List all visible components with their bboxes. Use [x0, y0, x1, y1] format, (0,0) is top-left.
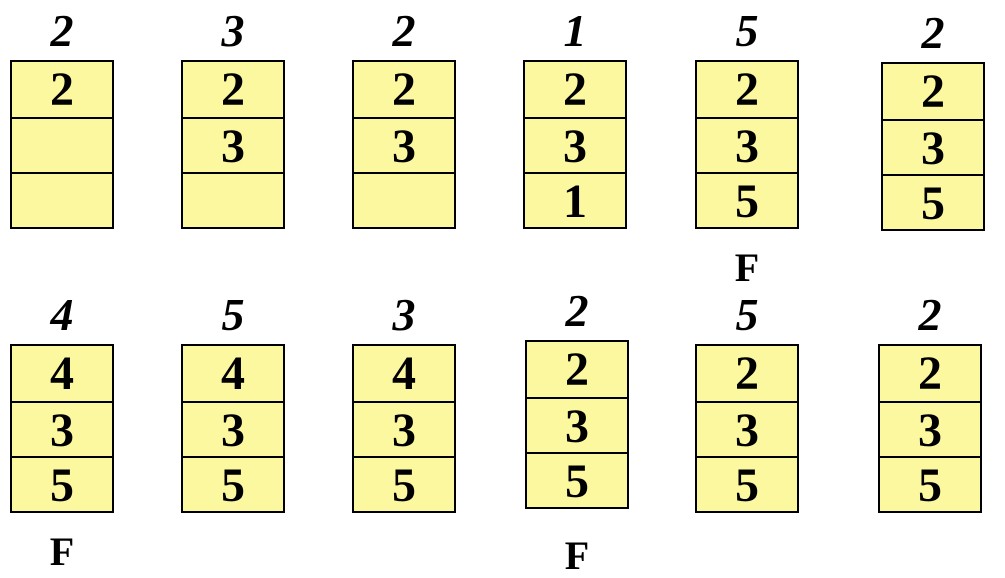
frame-slot: 5 [183, 456, 283, 512]
frame-slot: 2 [565, 343, 589, 396]
frame-slot [354, 172, 454, 227]
reference-value: 2 [392, 5, 416, 56]
frame-slot: 3 [12, 401, 112, 457]
frame-stack: 2 [10, 60, 114, 229]
frame-slot: 3 [525, 117, 625, 173]
frame-slot: 4 [221, 347, 245, 400]
frame-slot: 5 [697, 172, 797, 228]
reference-value: 2 [50, 5, 74, 56]
frame-stack: 2 3 5 [525, 340, 629, 509]
page-fault-marker: F [734, 245, 760, 290]
frame-stack: 4 3 5 [10, 344, 114, 513]
reference-value: 5 [221, 289, 245, 340]
frame-slot [12, 117, 112, 172]
frame-slot: 3 [183, 117, 283, 173]
page-fault-marker: F [564, 533, 590, 578]
frame-stack: 4 3 5 [352, 344, 456, 513]
frame-slot: 3 [697, 401, 797, 457]
frame-slot: 4 [50, 347, 74, 400]
reference-value: 5 [735, 289, 759, 340]
frame-stack: 2 3 5 [695, 344, 799, 513]
frame-stack: 4 3 5 [181, 344, 285, 513]
frame-slot: 3 [880, 401, 980, 457]
frame-slot [12, 172, 112, 227]
frame-stack: 2 3 5 [881, 62, 985, 231]
frame-slot: 1 [525, 172, 625, 228]
reference-value: 4 [50, 289, 74, 340]
frame-stack: 2 3 [181, 60, 285, 229]
reference-value: 1 [563, 5, 587, 56]
reference-value: 3 [392, 289, 416, 340]
reference-value: 2 [918, 289, 942, 340]
frame-slot: 5 [697, 456, 797, 512]
frame-stack: 2 3 5 [695, 60, 799, 229]
frame-slot: 2 [50, 63, 74, 116]
frame-slot: 5 [12, 456, 112, 512]
frame-slot: 3 [183, 401, 283, 457]
frame-stack: 2 3 1 [523, 60, 627, 229]
reference-value: 5 [735, 5, 759, 56]
frame-slot: 2 [735, 63, 759, 116]
frame-slot: 5 [527, 452, 627, 508]
reference-value: 2 [565, 285, 589, 336]
frame-slot: 3 [697, 117, 797, 173]
frame-slot: 5 [354, 456, 454, 512]
frame-slot [183, 172, 283, 227]
frame-slot: 3 [354, 117, 454, 173]
reference-value: 2 [921, 7, 945, 58]
frame-slot: 2 [918, 347, 942, 400]
frame-slot: 2 [735, 347, 759, 400]
frame-stack: 2 3 5 [878, 344, 982, 513]
frame-slot: 2 [221, 63, 245, 116]
frame-slot: 3 [527, 397, 627, 453]
frame-slot: 5 [880, 456, 980, 512]
reference-value: 3 [221, 5, 245, 56]
frame-slot: 2 [563, 63, 587, 116]
page-fault-marker: F [49, 529, 75, 574]
frame-slot: 5 [883, 174, 983, 230]
frame-stack: 2 3 [352, 60, 456, 229]
frame-slot: 2 [921, 65, 945, 118]
frame-slot: 2 [392, 63, 416, 116]
frame-slot: 3 [883, 119, 983, 175]
frame-slot: 4 [392, 347, 416, 400]
frame-slot: 3 [354, 401, 454, 457]
